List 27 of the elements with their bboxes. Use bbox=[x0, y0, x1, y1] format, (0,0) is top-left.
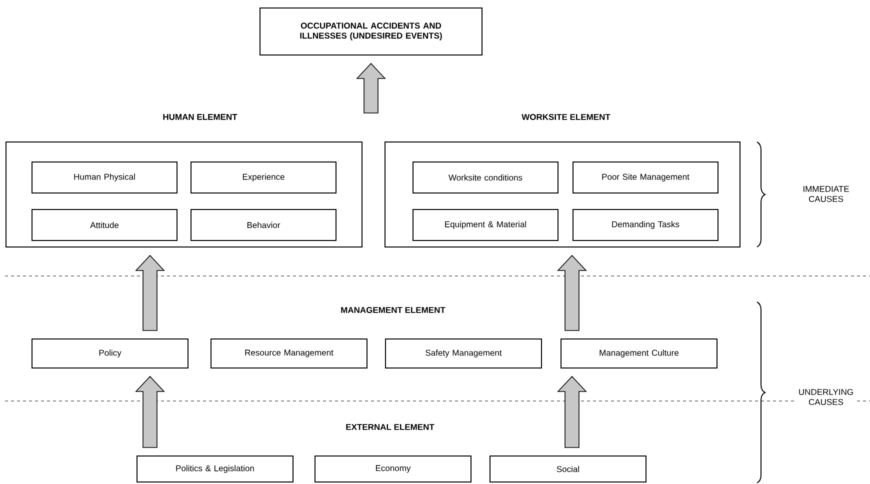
factor-box: Resource Management bbox=[210, 338, 368, 368]
section-heading: MANAGEMENT ELEMENT bbox=[341, 307, 446, 313]
block-arrow bbox=[135, 254, 165, 331]
factor-box: Management Culture bbox=[560, 338, 718, 368]
block-arrow bbox=[557, 254, 587, 331]
factor-box: Equipment & Material bbox=[412, 209, 558, 241]
factor-box: Attitude bbox=[32, 209, 178, 241]
factor-box: Social bbox=[490, 456, 646, 482]
group-heading: WORKSITE ELEMENT bbox=[522, 114, 610, 120]
group-heading: HUMAN ELEMENT bbox=[163, 114, 238, 120]
factor-box: Demanding Tasks bbox=[572, 209, 718, 241]
factor-box: Safety Management bbox=[385, 338, 542, 368]
block-arrow bbox=[135, 376, 165, 448]
bracket-label: UNDERLYING CAUSES bbox=[795, 388, 857, 406]
section-heading: EXTERNAL ELEMENT bbox=[346, 424, 434, 430]
factor-box: Experience bbox=[190, 162, 336, 194]
factor-box: Policy bbox=[32, 338, 188, 368]
factor-box: Human Physical bbox=[32, 162, 178, 194]
factor-box: Worksite conditions bbox=[412, 162, 558, 194]
factor-box: Politics & Legislation bbox=[136, 456, 294, 482]
factor-box: Economy bbox=[314, 456, 472, 482]
block-arrow bbox=[356, 62, 386, 114]
block-arrow bbox=[557, 376, 587, 448]
factor-box: Behavior bbox=[190, 209, 336, 241]
outcome-box: OCCUPATIONAL ACCIDENTS AND ILLNESSES (UNDESIRED EVENTS) bbox=[260, 8, 482, 56]
bracket-label: IMMEDIATE CAUSES bbox=[795, 185, 857, 203]
factor-box: Poor Site Management bbox=[572, 162, 718, 194]
